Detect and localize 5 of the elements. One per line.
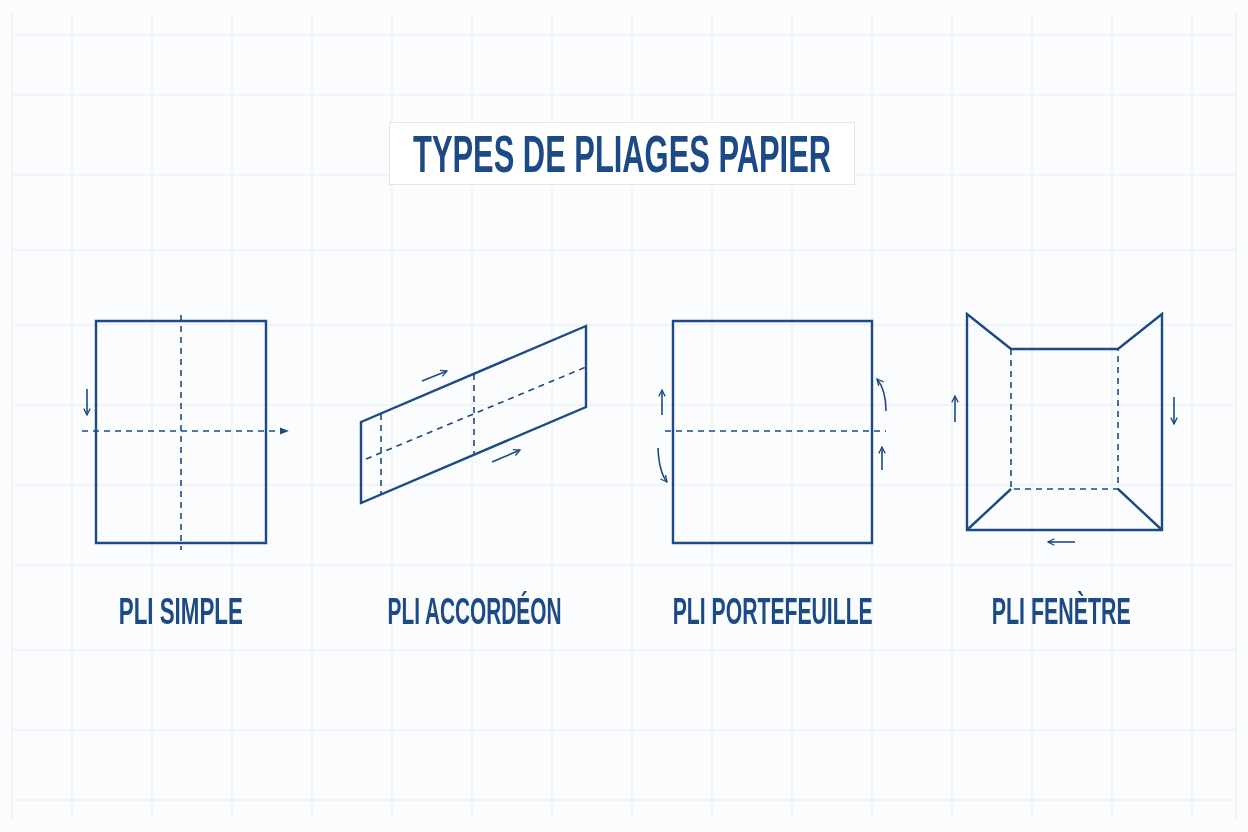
title: TYPES DE PLIAGES PAPIER xyxy=(389,122,855,185)
fold-type-label: PLI SIMPLE xyxy=(119,593,243,630)
fold-type-label: PLI FENÈTRE xyxy=(991,593,1131,630)
fold-type-label: PLI PORTEFEUILLE xyxy=(673,593,873,630)
fold-type-label: PLI ACCORDÉON xyxy=(388,593,562,630)
